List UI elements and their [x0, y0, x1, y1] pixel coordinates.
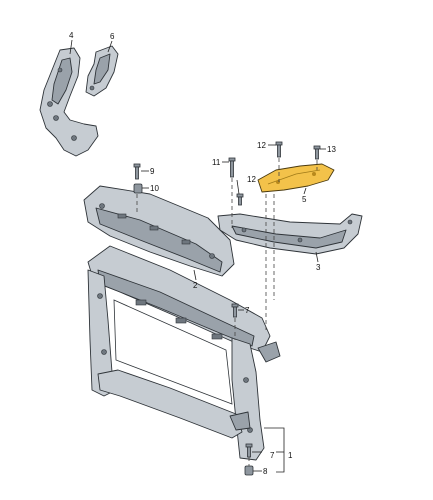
assembly-lines [136, 158, 318, 466]
part-4-left-bracket [39, 47, 99, 157]
callout-2: 2 [193, 281, 198, 290]
callout-7-upper: 7 [245, 306, 250, 315]
callout-6: 6 [110, 32, 115, 41]
callout-12-upper: 12 [257, 141, 266, 150]
part-10-nut [133, 183, 143, 194]
part-3-right-rail [217, 213, 363, 255]
callout-8: 8 [263, 467, 268, 476]
part-9-bolt [133, 163, 141, 180]
part-5-highlighted-bracket [257, 163, 335, 193]
callout-11: 11 [212, 158, 221, 167]
part-6-small-bracket [85, 45, 119, 97]
part-12-bolt-lower [236, 193, 244, 206]
part-11-bolt [228, 157, 236, 178]
callout-5: 5 [302, 195, 307, 204]
callout-labels: 4 6 9 10 11 12 12 13 5 3 2 7 7 1 8 [69, 31, 336, 476]
callout-9: 9 [150, 167, 155, 176]
callout-12-lower: 12 [247, 175, 256, 184]
part-8-nut [244, 465, 254, 476]
leader-lines [69, 39, 326, 473]
callout-7-lower: 7 [270, 451, 275, 460]
part-1-lock-carrier-frame [87, 245, 281, 461]
callout-13: 13 [327, 145, 336, 154]
callout-1: 1 [288, 451, 293, 460]
part-7-bolt-upper [231, 303, 239, 318]
callout-3: 3 [316, 263, 321, 272]
callout-4: 4 [69, 31, 74, 40]
part-12-bolt-upper [275, 141, 283, 158]
part-13-bolt [313, 145, 321, 160]
callout-10: 10 [150, 184, 159, 193]
